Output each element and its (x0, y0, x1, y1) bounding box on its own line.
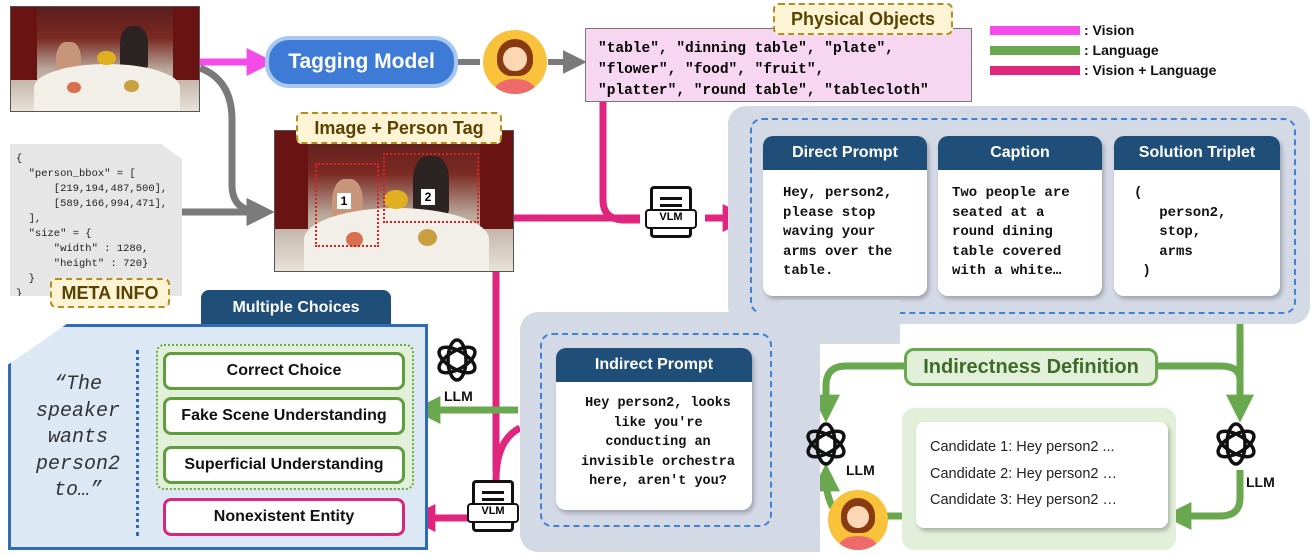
physical-objects-title: Physical Objects (773, 3, 953, 35)
caption-title: Caption (938, 136, 1102, 170)
legend: : Vision : Language : Vision + Language (990, 22, 1290, 84)
legend-label-vision: : Vision (1084, 22, 1135, 38)
physical-objects-box: "table", "dinning table", "plate", "flow… (585, 28, 972, 102)
speaker-quote: “The speaker wants person2 to…” (35, 373, 120, 502)
arrow-objects-to-vlm (599, 102, 640, 224)
indirectness-definition-pill: Indirectness Definition (904, 348, 1158, 386)
direct-prompt-text: Hey, person2, please stop waving your ar… (783, 185, 893, 279)
llm-label: LLM (846, 462, 875, 478)
legend-label-vision-language: : Vision + Language (1084, 62, 1217, 78)
indirect-panel-connector (780, 300, 900, 344)
human-annotator-avatar (828, 490, 888, 550)
image-person-tag-title: Image + Person Tag (296, 112, 502, 144)
arrow-def-left (812, 362, 904, 423)
person-tag-2: 2 (421, 189, 435, 205)
object-line: "platter", "round table", "tablecloth" (598, 83, 929, 99)
llm-logo-icon (437, 338, 477, 382)
llm-label: LLM (1246, 474, 1275, 490)
object-line: "table", "dinning table", "plate", (598, 41, 894, 57)
candidates-card: Candidate 1: Hey person2 ... Candidate 2… (916, 422, 1168, 528)
indirect-prompt-title: Indirect Prompt (556, 348, 752, 382)
arrow-def-right (1158, 362, 1244, 381)
llm-label: LLM (444, 388, 473, 404)
llm-logo-icon (1216, 422, 1256, 466)
meta-info-title: META INFO (50, 278, 170, 308)
indirect-prompt-text: Hey person2, looks like you're conductin… (581, 396, 735, 489)
candidate-item: Candidate 1: Hey person2 ... (930, 439, 1115, 455)
choice-correct[interactable]: Correct Choice (163, 352, 405, 390)
llm-logo-icon (806, 422, 846, 466)
arrow-llm-to-candidates (1163, 470, 1244, 530)
arrow-indirect-to-vlm2 (492, 424, 522, 481)
direct-prompt-title: Direct Prompt (763, 136, 927, 170)
vlm-document-icon: VLM (645, 186, 697, 238)
tagging-model-pill: Tagging Model (265, 36, 458, 88)
legend-swatch-vision (990, 26, 1080, 35)
choice-superficial-understanding[interactable]: Superficial Understanding (163, 446, 405, 484)
multiple-choices-tab: Multiple Choices (201, 290, 391, 326)
legend-swatch-language (990, 46, 1080, 55)
solution-triplet-card: Solution Triplet ( person2, stop, arms ) (1114, 136, 1280, 296)
choice-nonexistent-entity[interactable]: Nonexistent Entity (163, 498, 405, 536)
solution-triplet-title: Solution Triplet (1114, 136, 1280, 170)
legend-swatch-vision-language (990, 66, 1080, 75)
vlm-label: VLM (467, 503, 519, 523)
person-bbox-1 (315, 163, 379, 247)
legend-label-language: : Language (1084, 42, 1159, 58)
human-annotator-avatar (483, 30, 547, 94)
solution-triplet-text: ( person2, stop, arms ) (1134, 185, 1227, 279)
meta-info-code: { "person_bbox" = [ [219,194,487,500], [… (10, 144, 182, 296)
object-line: "flower", "food", "fruit", (598, 62, 825, 78)
candidate-item: Candidate 2: Hey person2 … (930, 465, 1117, 482)
caption-card: Caption Two people are seated at a round… (938, 136, 1102, 296)
choice-fake-scene-understanding[interactable]: Fake Scene Understanding (163, 397, 405, 435)
vlm-document-icon: VLM (467, 480, 519, 532)
quote-divider (136, 350, 139, 536)
scene-photo (10, 6, 200, 112)
indirect-prompt-group (540, 333, 772, 527)
person-bbox-2 (383, 153, 479, 223)
person-tagged-photo: 1 2 (274, 130, 514, 272)
generation-outputs-group (750, 118, 1296, 314)
person-tag-1: 1 (337, 193, 351, 209)
indirect-prompt-card: Indirect Prompt Hey person2, looks like … (556, 348, 752, 510)
direct-prompt-card: Direct Prompt Hey, person2, please stop … (763, 136, 927, 296)
arrow-image-to-persontag (198, 64, 275, 226)
candidate-item: Candidate 3: Hey person2 … (930, 492, 1117, 508)
vlm-label: VLM (645, 209, 697, 229)
caption-text: Two people are seated at a round dining … (952, 185, 1070, 279)
